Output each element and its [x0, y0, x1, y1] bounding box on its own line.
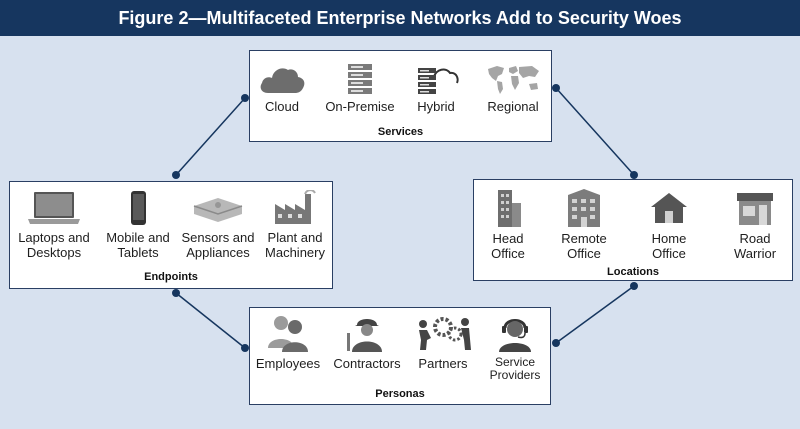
item-label: Employees	[255, 356, 321, 371]
persona-item-employees: Employees	[250, 314, 326, 371]
item-label: Plant and Machinery	[265, 230, 325, 260]
item-label: Road Warrior	[733, 231, 777, 261]
services-box: Cloud On-Premise Hybrid	[249, 50, 552, 142]
item-label: Partners	[418, 356, 468, 371]
item-label: Contractors	[333, 356, 401, 371]
office-building-icon	[568, 189, 600, 227]
endpoint-item-laptops: Laptops and Desktops	[12, 190, 96, 260]
laptop-icon	[28, 192, 80, 224]
figure-title: Figure 2—Multifaceted Enterprise Network…	[0, 0, 800, 36]
endpoint-item-sensors: Sensors and Appliances	[176, 190, 260, 260]
connector-services-endpoints	[175, 97, 246, 176]
item-label: On-Premise	[325, 99, 395, 114]
service-item-on-premise: On-Premise	[322, 63, 398, 114]
location-item-home-office: Home Office	[634, 187, 704, 261]
item-label: Regional	[487, 99, 539, 114]
service-item-cloud: Cloud	[252, 63, 312, 114]
locations-box: Head Office Remote Office Home Office	[473, 179, 793, 281]
headset-agent-icon	[499, 319, 531, 352]
services-title: Services	[377, 126, 424, 138]
item-label: Head Office	[491, 231, 525, 261]
endpoints-title: Endpoints	[144, 271, 198, 283]
endpoint-item-mobile: Mobile and Tablets	[98, 190, 178, 260]
item-label: Cloud	[265, 99, 299, 114]
item-label: Sensors and Appliances	[181, 230, 255, 260]
connector-dot	[172, 289, 180, 297]
connector-dot	[552, 84, 560, 92]
sensor-icon	[193, 198, 243, 222]
item-label: Remote Office	[561, 231, 607, 261]
connector-dot	[241, 344, 249, 352]
smartphone-icon	[131, 191, 146, 225]
service-item-hybrid: Hybrid	[406, 63, 466, 114]
hybrid-server-cloud-icon	[418, 68, 459, 94]
factory-icon	[275, 190, 316, 224]
worker-helmet-icon	[347, 319, 382, 352]
locations-title: Locations	[607, 266, 659, 278]
connector-locations-personas	[555, 285, 635, 344]
personas-title: Personas	[375, 388, 425, 400]
persona-item-service-providers: Service Providers	[478, 314, 552, 382]
cloud-icon	[260, 68, 305, 93]
item-label: Laptops and Desktops	[18, 230, 90, 260]
connector-dot	[630, 171, 638, 179]
connector-dot	[552, 339, 560, 347]
persona-item-partners: Partners	[406, 314, 480, 371]
skyscraper-icon	[498, 190, 521, 227]
connector-dot	[241, 94, 249, 102]
persona-item-contractors: Contractors	[330, 314, 404, 371]
gear-team-icon	[419, 317, 471, 350]
diagram-canvas: Cloud On-Premise Hybrid	[0, 36, 800, 429]
personas-box: Employees Contractors	[249, 307, 551, 405]
connector-endpoints-personas	[175, 292, 246, 349]
connector-layer	[172, 84, 638, 352]
connector-services-locations	[555, 87, 635, 176]
house-icon	[651, 193, 687, 223]
location-item-head-office: Head Office	[476, 187, 540, 261]
service-item-regional: Regional	[476, 63, 550, 114]
people-icon	[268, 316, 308, 352]
endpoint-item-plant: Plant and Machinery	[258, 190, 332, 260]
endpoints-box: Laptops and Desktops Mobile and Tablets …	[9, 181, 333, 289]
world-map-icon	[488, 66, 539, 94]
location-item-remote-office: Remote Office	[552, 187, 616, 261]
item-label: Hybrid	[417, 99, 455, 114]
connector-dot	[630, 282, 638, 290]
server-rack-icon	[348, 64, 372, 94]
item-label: Home Office	[651, 231, 687, 261]
storefront-icon	[737, 193, 773, 225]
connector-dot	[172, 171, 180, 179]
location-item-road-warrior: Road Warrior	[720, 187, 790, 261]
item-label: Mobile and Tablets	[106, 230, 170, 260]
item-label: Service Providers	[489, 355, 541, 382]
